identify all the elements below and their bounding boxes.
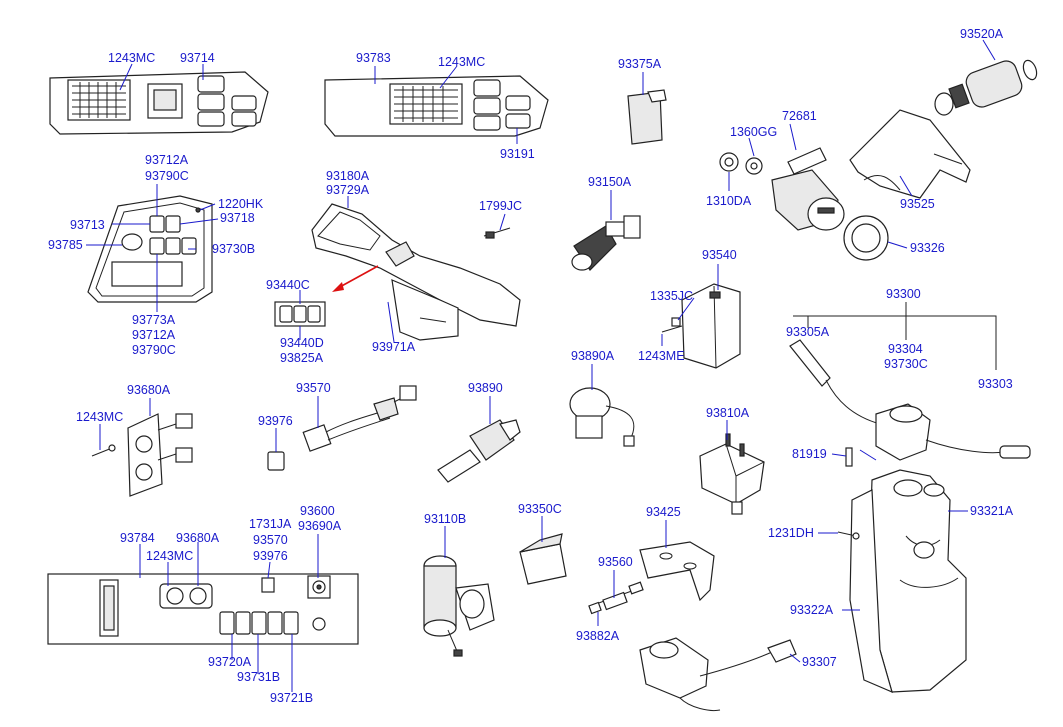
label-1220HK: 1220HK bbox=[218, 197, 264, 211]
label-93600: 93600 bbox=[300, 504, 335, 518]
ignition-switch-93110B bbox=[423, 555, 495, 657]
label-81919: 81919 bbox=[792, 447, 827, 461]
label-93307: 93307 bbox=[802, 655, 837, 669]
label-1731JA: 1731JA bbox=[249, 517, 292, 531]
dashboard-93180A bbox=[311, 203, 521, 341]
panel-93784 bbox=[47, 573, 359, 645]
label-93570-a: 93570 bbox=[296, 381, 331, 395]
label-93718: 93718 bbox=[220, 211, 255, 225]
label-93440D: 93440D bbox=[280, 336, 324, 350]
harness-93570 bbox=[267, 385, 417, 471]
lock-assembly bbox=[719, 109, 971, 261]
label-93713: 93713 bbox=[70, 218, 105, 232]
label-93790C-b: 93790C bbox=[132, 343, 176, 357]
label-93729A: 93729A bbox=[326, 183, 370, 197]
label-93520A: 93520A bbox=[960, 27, 1004, 41]
label-93680A-a: 93680A bbox=[127, 383, 171, 397]
side-panel-93785 bbox=[87, 195, 213, 303]
label-93375A: 93375A bbox=[618, 57, 662, 71]
label-1360GG: 1360GG bbox=[730, 125, 777, 139]
switch-93560 bbox=[588, 581, 644, 615]
label-93425: 93425 bbox=[646, 505, 681, 519]
switch-panel-93783 bbox=[324, 75, 549, 137]
label-93784: 93784 bbox=[120, 531, 155, 545]
label-93730C: 93730C bbox=[884, 357, 928, 371]
label-93790C-a: 93790C bbox=[145, 169, 189, 183]
label-93305A: 93305A bbox=[786, 325, 830, 339]
label-93150A: 93150A bbox=[588, 175, 632, 189]
label-93890A: 93890A bbox=[571, 349, 615, 363]
label-93560: 93560 bbox=[598, 555, 633, 569]
label-93690A: 93690A bbox=[298, 519, 342, 533]
label-1243MC-a: 1243MC bbox=[108, 51, 155, 65]
label-1243ME: 1243ME bbox=[638, 349, 685, 363]
label-93712A-b: 93712A bbox=[132, 328, 176, 342]
label-93731B: 93731B bbox=[237, 670, 280, 684]
label-93326: 93326 bbox=[910, 241, 945, 255]
combination-switch-93300 bbox=[789, 302, 1031, 461]
pin-81919 bbox=[845, 447, 853, 467]
relay-93540 bbox=[661, 283, 741, 369]
label-93720A: 93720A bbox=[208, 655, 252, 669]
label-93785: 93785 bbox=[48, 238, 83, 252]
label-93303: 93303 bbox=[978, 377, 1013, 391]
label-1231DH: 1231DH bbox=[768, 526, 814, 540]
label-93976-b: 93976 bbox=[253, 549, 288, 563]
label-93350C: 93350C bbox=[518, 502, 562, 516]
bracket-93425 bbox=[639, 541, 715, 602]
label-93721B: 93721B bbox=[270, 691, 313, 705]
label-93540: 93540 bbox=[702, 248, 737, 262]
sender-93890A bbox=[569, 387, 635, 447]
label-93180A: 93180A bbox=[326, 169, 370, 183]
rotary-switch-93150A bbox=[571, 215, 641, 271]
label-93321A: 93321A bbox=[970, 504, 1014, 518]
flasher-93810A bbox=[699, 433, 765, 515]
key-switch-93520A bbox=[934, 59, 1038, 116]
screw-1243MC-c bbox=[91, 444, 116, 457]
module-93350C bbox=[519, 533, 567, 585]
label-93440C: 93440C bbox=[266, 278, 310, 292]
label-1335JC: 1335JC bbox=[650, 289, 693, 303]
cover-93375A bbox=[627, 89, 667, 145]
label-1310DA: 1310DA bbox=[706, 194, 752, 208]
label-93300: 93300 bbox=[886, 287, 921, 301]
label-93976-a: 93976 bbox=[258, 414, 293, 428]
switch-panel-93714 bbox=[49, 71, 269, 135]
label-93890: 93890 bbox=[468, 381, 503, 395]
label-93191: 93191 bbox=[500, 147, 535, 161]
switch-block-93680A bbox=[127, 413, 193, 497]
label-93882A: 93882A bbox=[576, 629, 620, 643]
label-93783: 93783 bbox=[356, 51, 391, 65]
label-1243MC-b: 1243MC bbox=[438, 55, 485, 69]
label-1799JC: 1799JC bbox=[479, 199, 522, 213]
label-1243MC-d: 1243MC bbox=[146, 549, 193, 563]
lever-switch-93307 bbox=[639, 637, 797, 711]
label-93773A: 93773A bbox=[132, 313, 176, 327]
label-93110B: 93110B bbox=[424, 512, 466, 526]
label-93712A-a: 93712A bbox=[145, 153, 189, 167]
label-93971A: 93971A bbox=[372, 340, 416, 354]
label-93714: 93714 bbox=[180, 51, 215, 65]
label-93825A: 93825A bbox=[280, 351, 324, 365]
column-cover-93322A bbox=[849, 489, 893, 694]
connector-1799JC bbox=[483, 227, 511, 239]
label-93730B: 93730B bbox=[212, 242, 255, 256]
screw-1231DH bbox=[837, 531, 860, 540]
label-72681: 72681 bbox=[782, 109, 817, 123]
label-93680A-b: 93680A bbox=[176, 531, 220, 545]
label-1243MC-c: 1243MC bbox=[76, 410, 123, 424]
label-93304: 93304 bbox=[888, 342, 923, 356]
label-93810A: 93810A bbox=[706, 406, 750, 420]
label-93570-b: 93570 bbox=[253, 533, 288, 547]
switch-strip-93440C bbox=[274, 301, 326, 327]
label-93525: 93525 bbox=[900, 197, 935, 211]
sensor-93890 bbox=[437, 419, 521, 483]
label-93322A: 93322A bbox=[790, 603, 834, 617]
